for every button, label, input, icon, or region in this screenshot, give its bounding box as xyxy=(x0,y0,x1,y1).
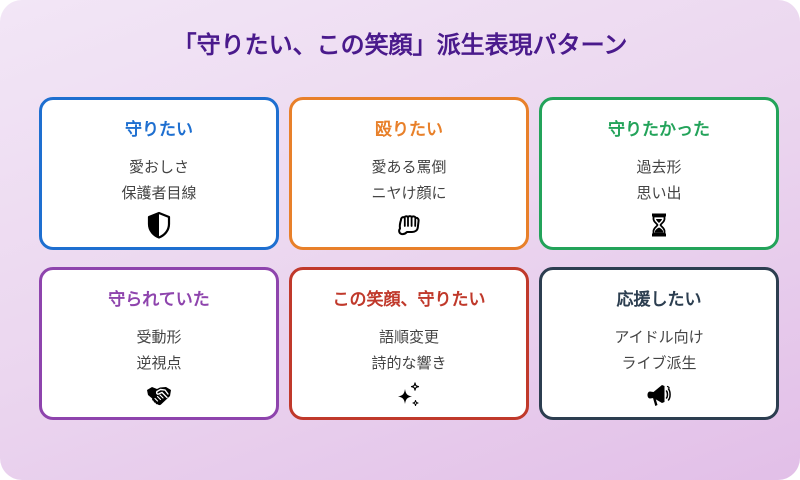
page-title: 「守りたい、この笑顔」派生表現パターン xyxy=(172,31,628,59)
card-line: 愛ある罵倒 xyxy=(371,158,447,176)
card-title: 殴りたい xyxy=(375,120,443,140)
card-line: ライブ派生 xyxy=(621,354,697,372)
card-line: ニヤけ顔に xyxy=(371,184,447,202)
card-line: 愛おしさ xyxy=(128,158,189,176)
fist-icon xyxy=(395,211,423,239)
card-line: 思い出 xyxy=(636,184,682,202)
card-title: 守られていた xyxy=(108,290,210,310)
card-title: この笑顔、守りたい xyxy=(332,290,486,310)
sparkles-icon xyxy=(395,381,423,409)
card-line: 詩的な響き xyxy=(371,354,447,372)
card-line: 保護者目線 xyxy=(121,184,197,202)
card-title: 守りたかった xyxy=(608,120,710,140)
handshake-icon xyxy=(145,381,173,409)
card-line: アイドル向け xyxy=(614,328,704,346)
card-title: 守りたい xyxy=(125,120,193,140)
card-mamoritai: 守りたい 愛おしさ 保護者目線 xyxy=(39,97,279,250)
hourglass-icon xyxy=(645,211,673,239)
card-mamorareteita: 守られていた 受動形 逆視点 xyxy=(39,267,279,420)
card-line: 受動形 xyxy=(136,328,182,346)
card-kono-egao-mamoritai: この笑顔、守りたい 語順変更 詩的な響き xyxy=(289,267,529,420)
card-ouen-shitai: 応援したい アイドル向け ライブ派生 xyxy=(539,267,779,420)
card-title: 応援したい xyxy=(616,290,702,310)
shield-half-icon xyxy=(145,211,173,239)
card-line: 語順変更 xyxy=(378,328,439,346)
card-mamoritakatta: 守りたかった 過去形 思い出 xyxy=(539,97,779,250)
card-line: 過去形 xyxy=(636,158,682,176)
megaphone-icon xyxy=(645,381,673,409)
card-line: 逆視点 xyxy=(136,354,182,372)
card-naguritai: 殴りたい 愛ある罵倒 ニヤけ顔に xyxy=(289,97,529,250)
